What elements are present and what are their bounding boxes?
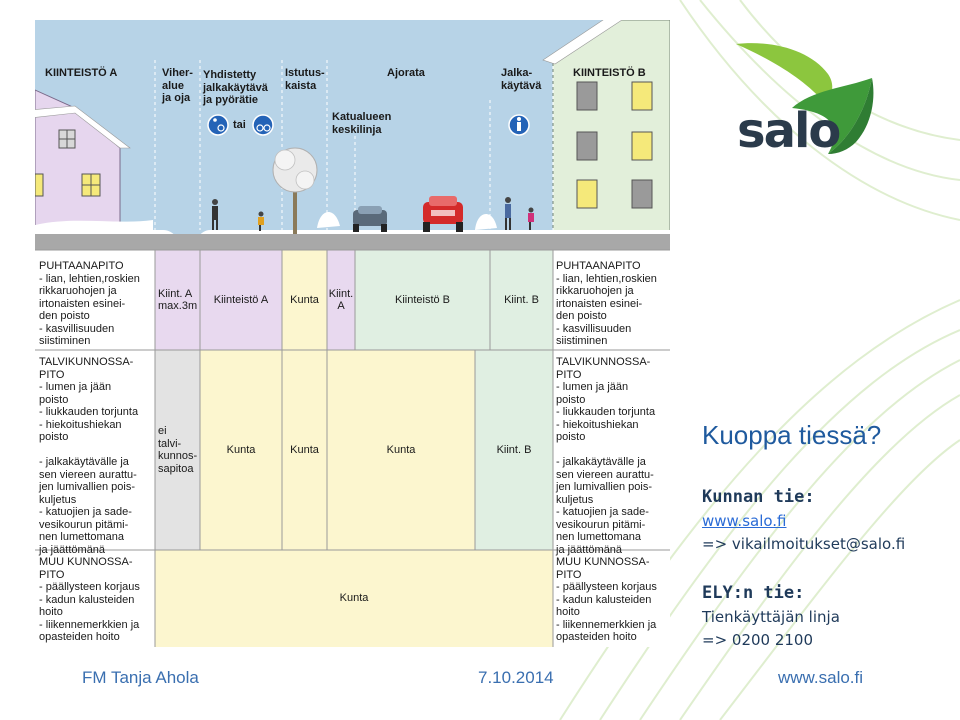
cell-kiint-b-talvi: Kiint. B <box>496 443 532 456</box>
puhtaanapito-left-text: PUHTAANAPITO - lian, lehtien,roskien rik… <box>39 260 140 347</box>
tienkayttajan-linja: Tienkäyttäjän linja <box>702 608 840 626</box>
talvikunnossapito-left-text: TALVIKUNNOSSA- PITO - lumen ja jään pois… <box>39 356 139 556</box>
cell-kiinteisto-b: Kiinteistö B <box>394 293 451 306</box>
talvikunnossapito-right-text: TALVIKUNNOSSA- PITO - lumen ja jään pois… <box>556 356 656 556</box>
ely-phone-number: => 0200 2100 <box>702 631 814 649</box>
label-kiinteisto-a: KIINTEISTÖ A <box>45 67 118 79</box>
vikailmoitukset-email: => vikailmoitukset@salo.fi <box>702 535 906 553</box>
muu-kunnossapito-left-text: MUU KUNNOSSA- PITO - päällysteen korjaus… <box>39 556 140 643</box>
cell-ei-talvikunnossapitoa: ei talvi- kunnos- sapitoa <box>158 425 198 475</box>
label-katualueen-keskilinja: Katualueen keskilinja <box>332 111 392 136</box>
cell-kunta-talvi-1: Kunta <box>226 443 256 456</box>
salo-logo-text: salo <box>737 103 841 159</box>
ely-tie-heading: ELY:n tie: <box>702 583 805 603</box>
cell-kiint-a-max3m: Kiint. A max.3m <box>158 287 198 313</box>
label-ajorata: Ajorata <box>387 67 425 79</box>
cell-kiint-b: Kiint. B <box>504 293 539 306</box>
label-tai: tai <box>233 119 246 131</box>
footer-date: 7.10.2014 <box>478 668 554 687</box>
cell-kunta-talvi-2: Kunta <box>290 443 319 456</box>
label-yhdistetty: Yhdistetty jalkakäytävä ja pyörätie <box>203 69 268 106</box>
cell-kunta-talvi-3: Kunta <box>386 443 416 456</box>
salo-logo-leaf-icon <box>736 43 874 154</box>
muu-kunnossapito-right-text: MUU KUNNOSSA- PITO - päällysteen korjaus… <box>556 556 657 643</box>
label-jalkakaytava: Jalka- käytävä <box>501 67 542 92</box>
footer-author: FM Tanja Ahola <box>82 668 199 687</box>
cell-kunta-istutus: Kunta <box>290 293 319 306</box>
salo-website-link[interactable]: www.salo.fi <box>702 512 787 530</box>
cell-kunta-muu: Kunta <box>339 592 369 605</box>
footer-url: www.salo.fi <box>778 668 864 687</box>
diagram-graphics <box>35 20 670 647</box>
kunnan-tie-heading: Kunnan tie: <box>702 487 815 507</box>
cell-kiint-a-narrow: Kiint. A <box>328 287 354 313</box>
label-kiinteisto-b: KIINTEISTÖ B <box>573 67 646 79</box>
puhtaanapito-right-text: PUHTAANAPITO - lian, lehtien,roskien rik… <box>556 260 657 347</box>
info-title: Kuoppa tiessä? <box>702 420 882 450</box>
street-maintenance-diagram: KIINTEISTÖ A Viher- alue ja oja Yhdistet… <box>35 20 670 647</box>
label-istutuskaista: Istutus- kaista <box>285 67 325 92</box>
cell-kiinteisto-a: Kiinteistö A <box>213 293 269 306</box>
label-viheralue: Viher- alue ja oja <box>162 67 193 104</box>
